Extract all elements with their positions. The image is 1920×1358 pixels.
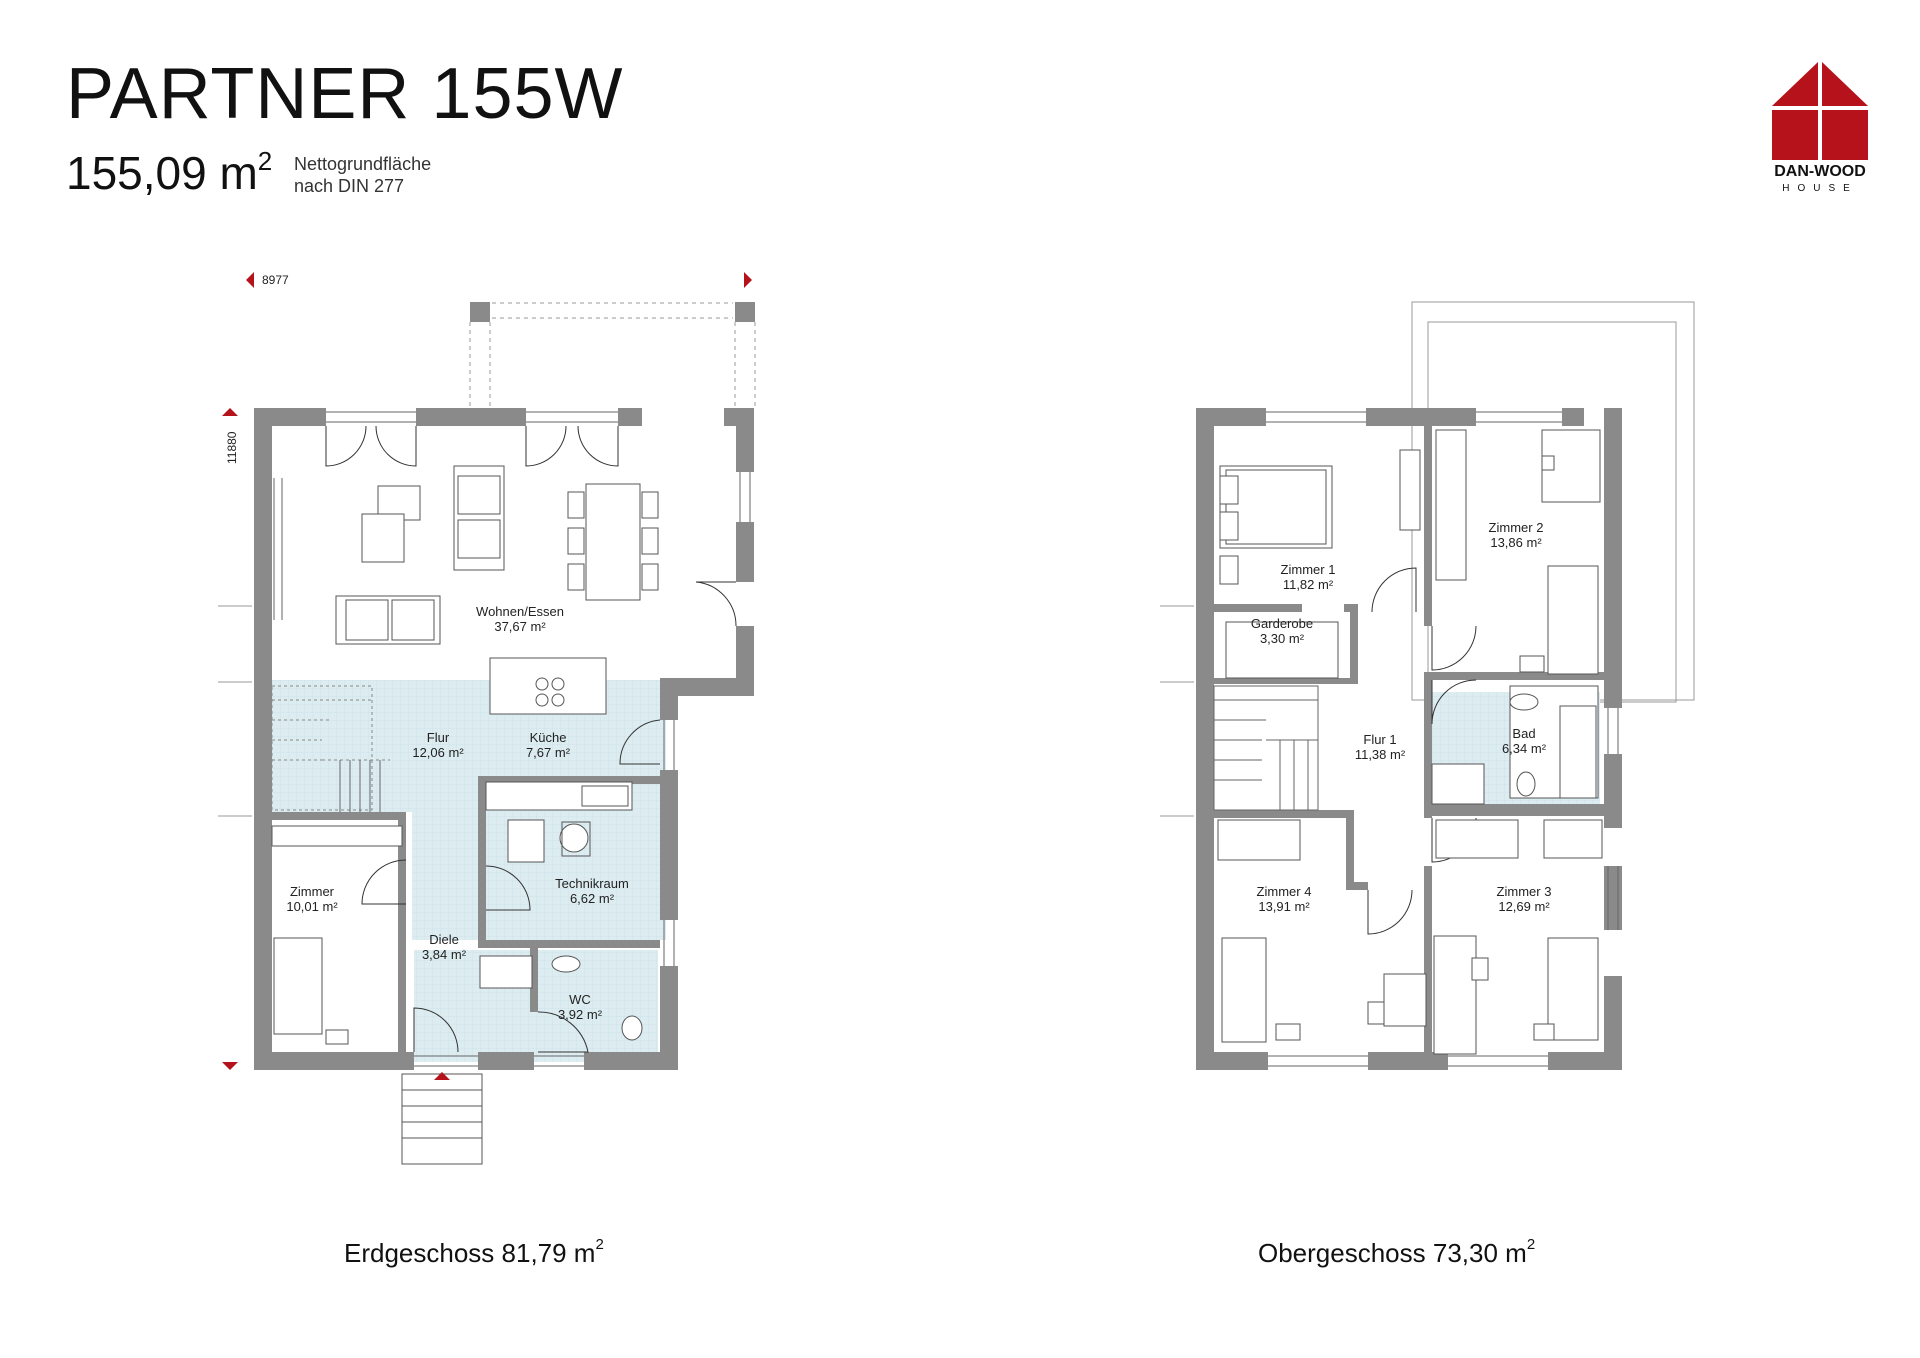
entrance-arrow [434, 1072, 450, 1080]
area-note-line1: Nettogrundfläche [294, 154, 432, 174]
upper-floor-caption-text: Obergeschoss 73,30 m [1258, 1238, 1527, 1268]
upper-floor-caption: Obergeschoss 73,30 m2 [1258, 1236, 1536, 1269]
room-area: 3,30 m² [1260, 631, 1305, 646]
ground-floor-furniture [271, 465, 659, 1165]
room-label-flur: Flur 12,06 m² [412, 730, 464, 760]
dim-width-label: 8977 [262, 273, 289, 287]
room-area: 12,06 m² [412, 745, 464, 760]
upper-floor-stairs [1213, 685, 1319, 811]
ground-floor-windows [273, 411, 751, 1067]
ground-floor-caption-text: Erdgeschoss 81,79 m [344, 1238, 596, 1268]
room-name: Technikraum [555, 876, 629, 891]
room-area: 10,01 m² [286, 899, 338, 914]
room-name: Flur 1 [1363, 732, 1396, 747]
dim-arrow-top [222, 408, 238, 416]
room-name: WC [569, 992, 591, 1007]
total-area: 155,09 m2 [66, 147, 272, 199]
room-name: Zimmer 4 [1257, 884, 1312, 899]
total-area-unit-sup: 2 [257, 146, 273, 176]
house-logo-icon [1772, 62, 1868, 160]
room-label-zimmer-3: Zimmer 3 12,69 m² [1497, 884, 1552, 914]
logo-sub-text: HOUSE [1782, 183, 1858, 192]
dim-depth-label: 11880 [225, 431, 239, 464]
terrace-pergola [469, 302, 756, 408]
total-area-value: 155,09 m [66, 147, 258, 199]
room-area: 11,38 m² [1355, 747, 1406, 762]
room-label-bad: Bad 6,34 m² [1502, 726, 1547, 756]
room-label-technikraum: Technikraum 6,62 m² [555, 876, 629, 906]
ground-floor-plan: 8977 11880 [218, 272, 756, 1165]
upper-floor-walls [1196, 408, 1622, 1070]
ground-floor-stairs [271, 685, 390, 811]
upper-floor-plan: Zimmer 1 11,82 m² Zimmer 2 13,86 m² Gard… [1160, 301, 1695, 1070]
dan-wood-house-logo: DAN-WOOD HOUSE [1772, 62, 1868, 192]
room-area: 11,82 m² [1283, 577, 1334, 592]
ground-floor-doors [325, 425, 737, 1053]
room-area: 3,92 m² [558, 1007, 603, 1022]
room-name: Garderobe [1251, 616, 1313, 631]
room-area: 13,91 m² [1258, 899, 1310, 914]
room-area: 6,62 m² [570, 891, 615, 906]
room-name: Wohnen/Essen [476, 604, 564, 619]
dim-arrow-left [246, 272, 254, 288]
room-name: Zimmer 3 [1497, 884, 1552, 899]
room-label-garderobe: Garderobe 3,30 m² [1251, 616, 1313, 646]
room-area: 6,34 m² [1502, 741, 1547, 756]
room-label-wc: WC 3,92 m² [558, 992, 603, 1022]
room-label-kueche: Küche 7,67 m² [526, 730, 571, 760]
room-name: Zimmer [290, 884, 335, 899]
room-label-flur-1: Flur 1 11,38 m² [1355, 732, 1406, 762]
ground-floor-walls [254, 408, 754, 1070]
plan-title: PARTNER 155W [66, 54, 624, 134]
room-label-zimmer: Zimmer 10,01 m² [286, 884, 338, 914]
room-area: 13,86 m² [1490, 535, 1542, 550]
room-area: 7,67 m² [526, 745, 571, 760]
area-note: Nettogrundfläche nach DIN 277 [294, 153, 431, 197]
dim-arrow-right [744, 272, 752, 288]
room-label-zimmer-4: Zimmer 4 13,91 m² [1257, 884, 1312, 914]
room-name: Flur [427, 730, 450, 745]
room-area: 37,67 m² [494, 619, 546, 634]
dim-arrow-bottom [222, 1062, 238, 1070]
logo-brand-text: DAN-WOOD [1774, 163, 1866, 180]
room-name: Diele [429, 932, 459, 947]
area-note-line2: nach DIN 277 [294, 176, 405, 196]
upper-floor-caption-sup: 2 [1526, 1236, 1536, 1253]
room-area: 3,84 m² [422, 947, 467, 962]
ground-floor-caption: Erdgeschoss 81,79 m2 [344, 1236, 604, 1269]
upper-floor-windows [1266, 411, 1619, 1067]
room-label-zimmer-1: Zimmer 1 11,82 m² [1281, 562, 1336, 592]
room-label-wohnen-essen: Wohnen/Essen 37,67 m² [476, 604, 564, 634]
ground-floor-caption-sup: 2 [595, 1236, 604, 1253]
room-name: Bad [1512, 726, 1535, 741]
upper-floor-furniture [1217, 429, 1603, 1055]
room-name: Zimmer 1 [1281, 562, 1336, 577]
room-name: Zimmer 2 [1489, 520, 1544, 535]
room-name: Küche [530, 730, 567, 745]
room-label-diele: Diele 3,84 m² [422, 932, 467, 962]
room-label-zimmer-2: Zimmer 2 13,86 m² [1489, 520, 1544, 550]
room-area: 12,69 m² [1498, 899, 1550, 914]
